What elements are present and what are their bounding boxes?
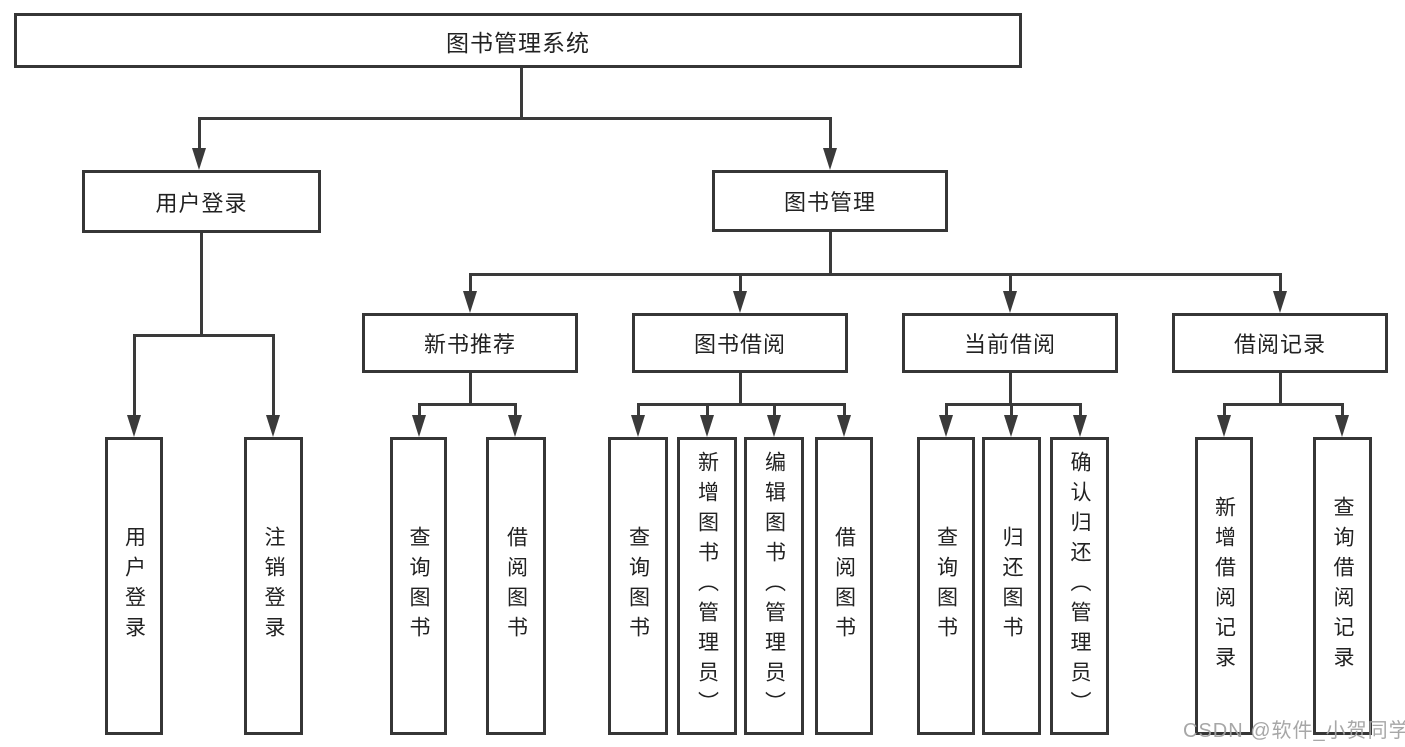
node-current-borrowing: 当前借阅 <box>902 313 1118 373</box>
connector-stem-new-book-recommend <box>469 273 472 293</box>
arrow-to-user-login <box>192 148 206 170</box>
connector-stem-leaf-user-login <box>133 334 136 415</box>
connector-records-stem <box>1279 373 1282 406</box>
connector-stem-query-record <box>1341 403 1344 415</box>
node-borrowing-records: 借阅记录 <box>1172 313 1388 373</box>
node-user-login: 用户登录 <box>82 170 321 233</box>
leaf-confirm-return-admin: 确认归还（管理员） <box>1050 437 1109 735</box>
connector-stem-add-record <box>1223 403 1226 415</box>
connector-stem-add-books <box>706 403 709 415</box>
arrow-to-leaf-user-login <box>127 415 141 437</box>
connector-level3-bar <box>469 273 1282 276</box>
connector-stem-query-books-3 <box>945 403 948 415</box>
connector-userlogin-stem <box>200 233 203 337</box>
arrow-to-query-books-2 <box>631 415 645 437</box>
leaf-add-borrow-record: 新增借阅记录 <box>1195 437 1253 735</box>
leaf-borrow-books-recommend: 借阅图书 <box>486 437 546 735</box>
connector-stem-borrow-books-2 <box>843 403 846 415</box>
arrow-to-confirm-return <box>1073 415 1087 437</box>
connector-bookmgmt-stem <box>829 232 832 275</box>
connector-userlogin-bar <box>133 334 275 337</box>
connector-stem-borrow-books-1 <box>514 403 517 415</box>
connector-level1-bar <box>198 117 832 120</box>
leaf-user-login: 用户登录 <box>105 437 163 735</box>
connector-stem-leaf-logout <box>272 334 275 415</box>
connector-stem-current-borrowing <box>1009 273 1012 293</box>
leaf-logout: 注销登录 <box>244 437 303 735</box>
arrow-to-book-borrowing <box>733 291 747 313</box>
csdn-watermark: CSDN @软件_小贺同学 <box>1183 720 1405 742</box>
connector-stem-user-login <box>198 117 201 150</box>
connector-stem-borrowing-records <box>1279 273 1282 293</box>
arrow-to-query-record <box>1335 415 1349 437</box>
leaf-borrow-books-borrowing: 借阅图书 <box>815 437 873 735</box>
connector-records-bar <box>1223 403 1344 406</box>
arrow-to-return-books <box>1004 415 1018 437</box>
leaf-query-borrow-record: 查询借阅记录 <box>1313 437 1372 735</box>
connector-stem-query-books-1 <box>418 403 421 415</box>
connector-stem-edit-books <box>773 403 776 415</box>
arrow-to-new-book-recommend <box>463 291 477 313</box>
leaf-query-books-borrowing: 查询图书 <box>608 437 668 735</box>
connector-stem-return-books <box>1010 403 1013 415</box>
connector-borrowing-stem <box>739 373 742 406</box>
arrow-to-leaf-logout <box>266 415 280 437</box>
connector-stem-book-borrowing <box>739 273 742 293</box>
arrow-to-query-books-3 <box>939 415 953 437</box>
arrow-to-edit-books <box>767 415 781 437</box>
leaf-query-books-current: 查询图书 <box>917 437 975 735</box>
arrow-to-current-borrowing <box>1003 291 1017 313</box>
leaf-add-books-admin: 新增图书（管理员） <box>677 437 737 735</box>
arrow-to-borrowing-records <box>1273 291 1287 313</box>
connector-stem-confirm-return <box>1079 403 1082 415</box>
arrow-to-borrow-books-2 <box>837 415 851 437</box>
arrow-to-book-management <box>823 148 837 170</box>
connector-stem-query-books-2 <box>637 403 640 415</box>
connector-root-stem <box>520 68 523 120</box>
arrow-to-add-books <box>700 415 714 437</box>
arrow-to-borrow-books-1 <box>508 415 522 437</box>
node-root-book-management-system: 图书管理系统 <box>14 13 1022 68</box>
connector-stem-book-management <box>829 117 832 150</box>
node-new-book-recommend: 新书推荐 <box>362 313 578 373</box>
connector-borrowing-bar <box>637 403 846 406</box>
leaf-query-books-recommend: 查询图书 <box>390 437 447 735</box>
node-book-borrowing: 图书借阅 <box>632 313 848 373</box>
node-book-management: 图书管理 <box>712 170 948 232</box>
arrow-to-query-books-1 <box>412 415 426 437</box>
connector-current-bar <box>945 403 1082 406</box>
connector-recommend-stem <box>469 373 472 406</box>
connector-current-stem <box>1009 373 1012 406</box>
leaf-edit-books-admin: 编辑图书（管理员） <box>744 437 804 735</box>
leaf-return-books: 归还图书 <box>982 437 1041 735</box>
connector-recommend-bar <box>418 403 517 406</box>
arrow-to-add-record <box>1217 415 1231 437</box>
